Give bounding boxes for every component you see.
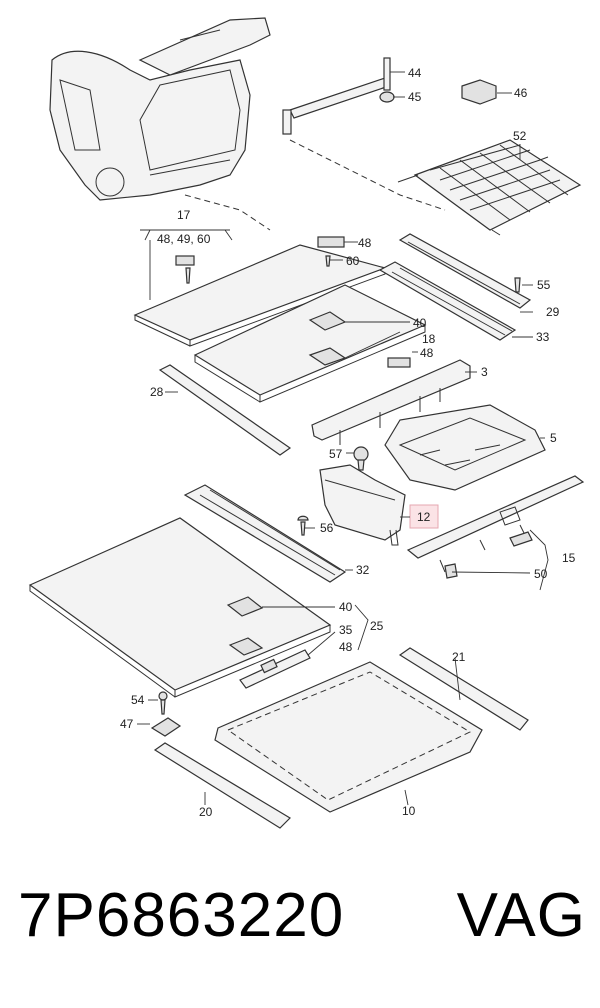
callout-25: 25 — [370, 619, 384, 633]
callout-55: 55 — [537, 278, 551, 292]
callout-57: 57 — [329, 447, 343, 461]
part-46-cap — [461, 79, 497, 105]
part-15-rear-trim — [406, 475, 585, 573]
part-12-storage-compartment — [319, 464, 406, 546]
callout-48-top: 48 — [358, 236, 372, 250]
part-35-strap — [239, 649, 311, 689]
part-3-trim-strip — [311, 359, 471, 445]
parts-diagram: 44 45 46 52 17 48, 49, 60 48 60 55 29 40… — [28, 17, 585, 829]
callout-18: 18 — [422, 332, 436, 346]
callout-3: 3 — [481, 365, 488, 379]
part-20-rail — [153, 742, 291, 829]
part-21-rail — [398, 647, 529, 731]
callout-17-sub: 48, 49, 60 — [157, 232, 211, 246]
callout-52: 52 — [513, 129, 527, 143]
callout-48-bottom: 48 — [339, 640, 353, 654]
part-29-rail — [398, 233, 532, 309]
callout-35: 35 — [339, 623, 353, 637]
part-44-retaining-rod — [282, 57, 391, 135]
part-52-luggage-net — [397, 139, 582, 236]
part-47-bracket — [150, 717, 182, 737]
vehicle-rear-illustration — [49, 17, 271, 201]
callout-54: 54 — [131, 693, 145, 707]
brand-label: VAG — [456, 881, 586, 950]
part-33-rail — [378, 261, 517, 341]
callout-15: 15 — [562, 551, 576, 565]
callout-17: 17 — [177, 208, 191, 222]
part-45-holder — [379, 91, 395, 103]
callout-33: 33 — [536, 330, 550, 344]
part-54-screw — [158, 691, 168, 715]
part-number: 7P6863220 — [18, 881, 345, 950]
callout-47: 47 — [120, 717, 134, 731]
callout-32: 32 — [356, 563, 370, 577]
highlight-box — [409, 504, 439, 529]
part-18-floor-board — [193, 284, 427, 403]
callout-10: 10 — [402, 804, 416, 818]
callout-40-top: 40 — [413, 316, 427, 330]
callout-28: 28 — [150, 385, 164, 399]
callout-5: 5 — [550, 431, 557, 445]
callout-40-bottom: 40 — [339, 600, 353, 614]
leader-lines — [137, 71, 549, 806]
part-57-clip — [353, 446, 369, 471]
callout-44: 44 — [408, 66, 422, 80]
callout-48-mid: 48 — [420, 346, 434, 360]
callout-45: 45 — [408, 90, 422, 104]
part-32-rail — [183, 484, 347, 583]
part-25-floor-panel — [28, 517, 332, 698]
callout-12: 12 — [417, 510, 431, 524]
part-10-floor-mat — [214, 661, 483, 813]
callout-60: 60 — [346, 254, 360, 268]
part-5-storage-tray — [384, 404, 546, 491]
part-28-side-strip — [158, 364, 292, 456]
callout-20: 20 — [199, 805, 213, 819]
callout-46: 46 — [514, 86, 528, 100]
callout-50: 50 — [534, 567, 548, 581]
callout-21: 21 — [452, 650, 466, 664]
callout-56: 56 — [320, 521, 334, 535]
callout-29: 29 — [546, 305, 560, 319]
